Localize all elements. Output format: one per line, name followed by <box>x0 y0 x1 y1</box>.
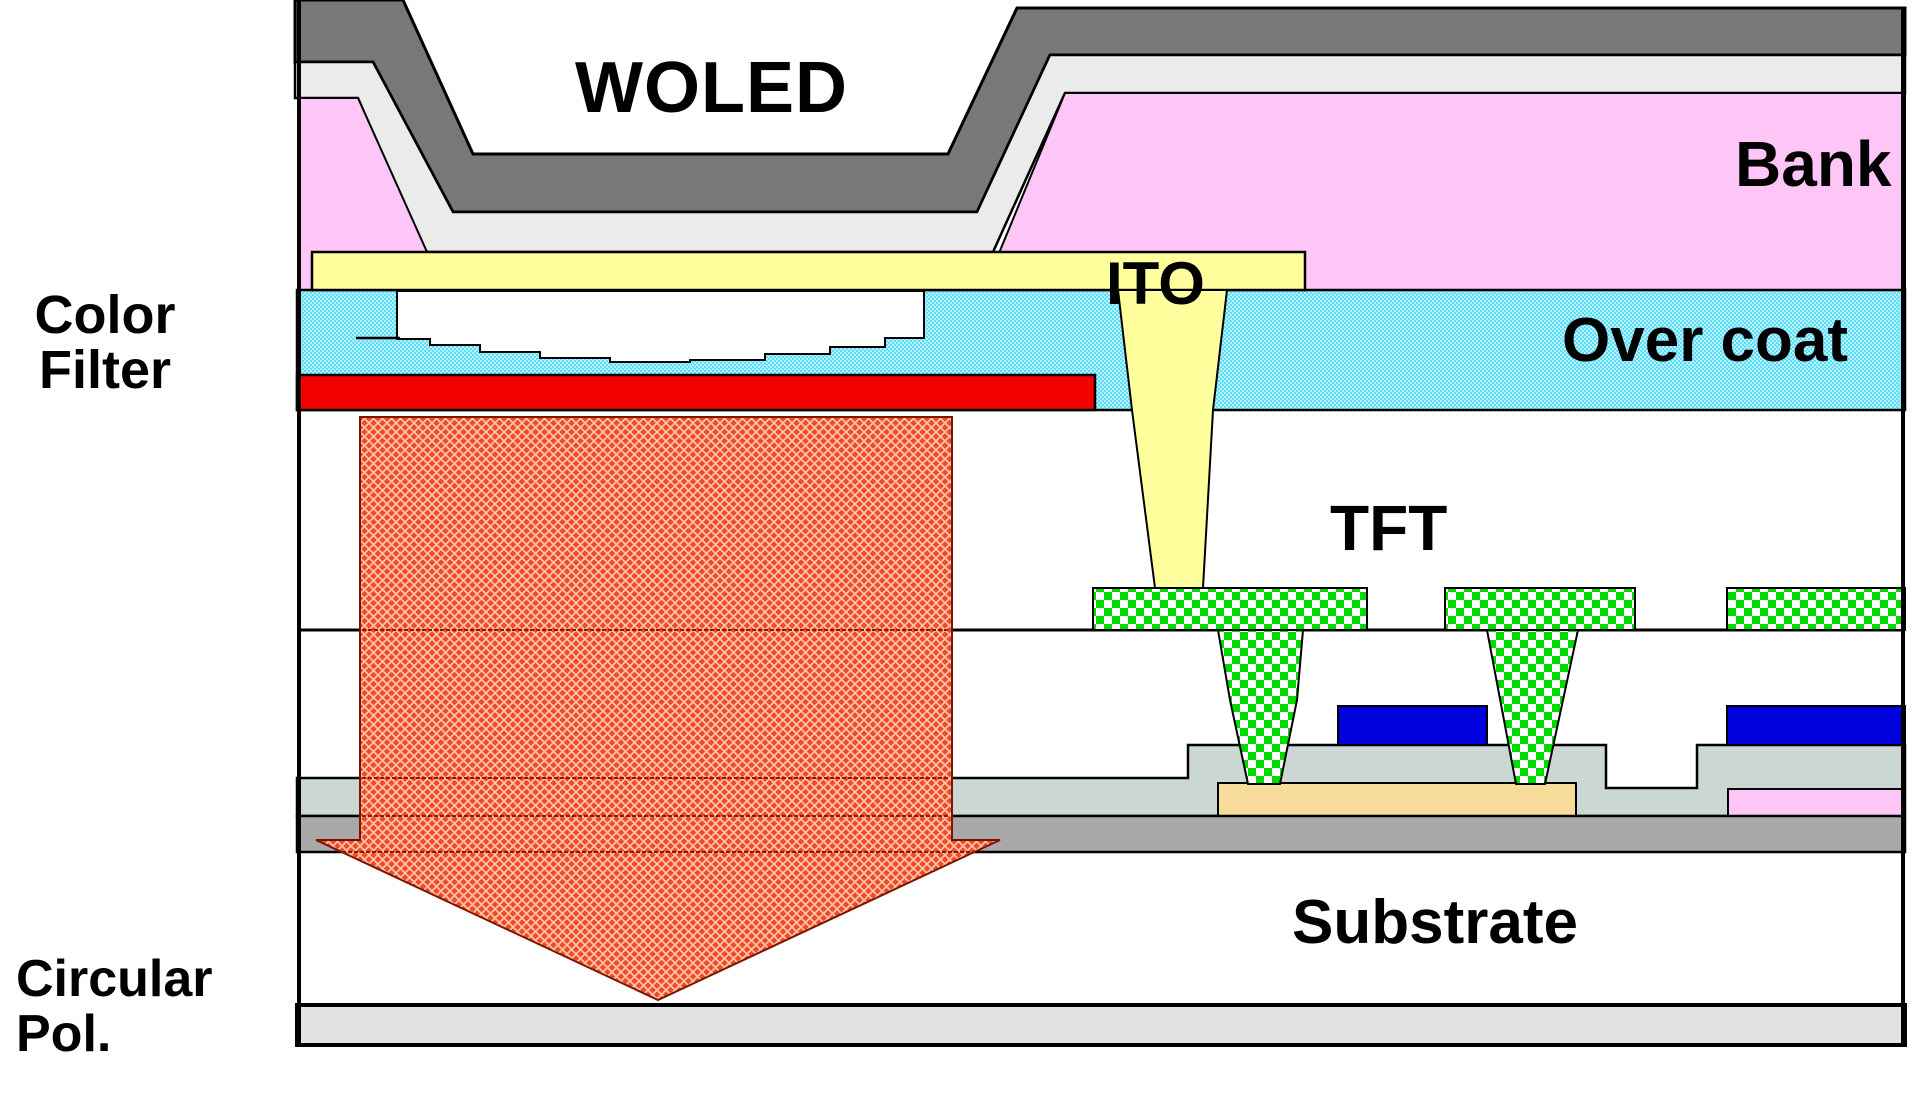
tft-contact-pad-right <box>1726 587 1906 631</box>
color-filter-layer <box>295 373 1097 412</box>
circular-pol-label-line2: Pol. <box>16 1004 112 1063</box>
semiconductor-island <box>1217 782 1577 817</box>
color-filter-label: Color Filter <box>0 285 210 401</box>
color-filter-label-line2: Filter <box>38 340 172 401</box>
circular-pol-label-line1: Circular <box>16 950 213 1008</box>
ito-via-funnel <box>1116 289 1229 589</box>
over-coat-label: Over coat <box>1562 306 1849 375</box>
tft-via-funnel-right <box>1485 629 1580 785</box>
ito-label: ITO <box>1106 250 1205 317</box>
metal-line-left <box>1337 705 1488 746</box>
color-filter-label-line1: Color <box>34 285 176 345</box>
bank-label: Bank <box>1735 128 1892 200</box>
woled-label: WOLED <box>575 48 848 128</box>
circular-polarizer-layer <box>295 1003 1907 1047</box>
tft-contact-pad-left <box>1092 587 1368 631</box>
tft-via-funnel-left <box>1216 629 1305 785</box>
tft-contact-pad-middle <box>1444 587 1636 631</box>
ito-layer <box>310 250 1307 292</box>
metal-line-right <box>1726 705 1906 746</box>
tft-label: TFT <box>1330 492 1448 564</box>
circular-pol-label: Circular Pol. <box>16 952 213 1061</box>
substrate-label: Substrate <box>1292 888 1578 957</box>
light-emission-arrow <box>315 416 1001 1002</box>
bank-material-right-block <box>1727 788 1906 817</box>
overcoat-cavity <box>396 290 925 363</box>
